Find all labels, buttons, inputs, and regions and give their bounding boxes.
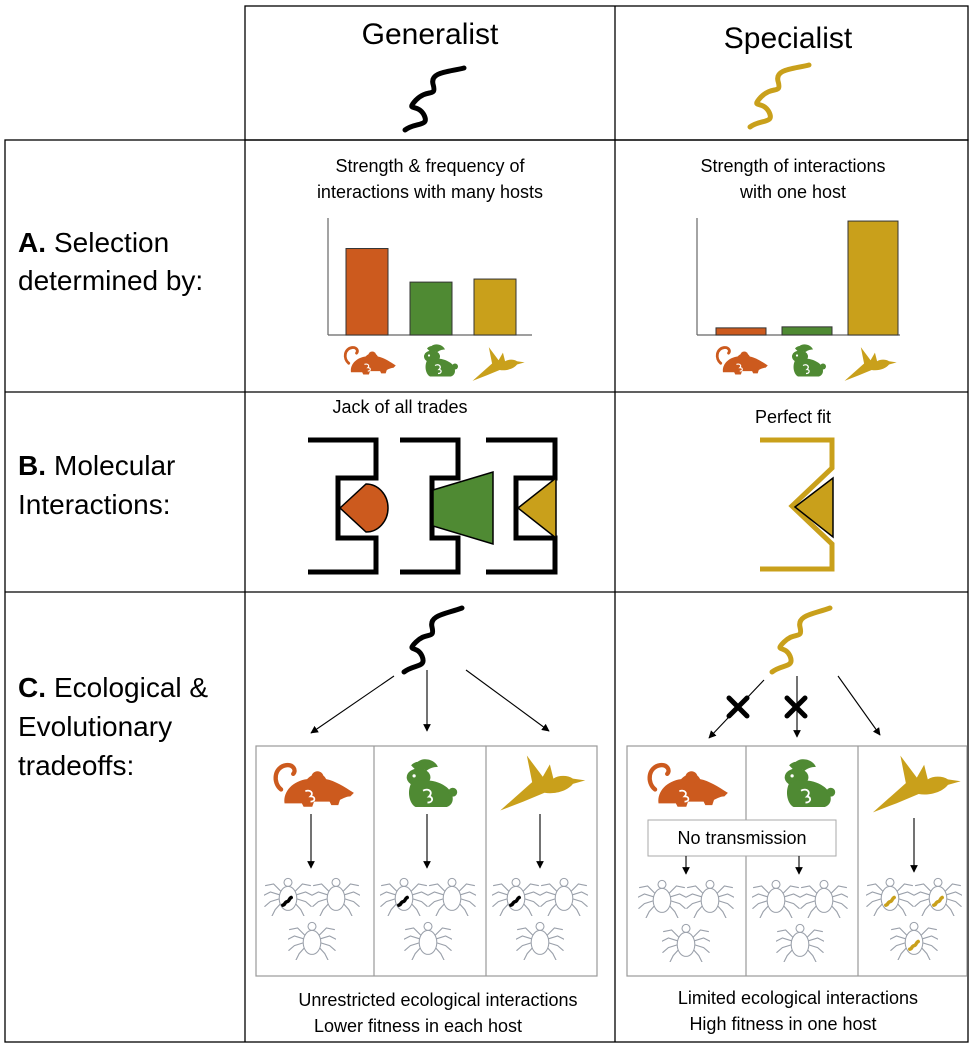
svg-text:Evolutionary: Evolutionary	[18, 711, 172, 742]
tick-icon	[380, 877, 428, 916]
tick-icon	[866, 877, 914, 916]
specialist-molecular-caption: Perfect fit	[755, 407, 831, 427]
tick-icon	[662, 923, 710, 962]
generalist-host-panel	[255, 745, 598, 977]
rabbit-icon	[423, 343, 459, 378]
bird-icon	[500, 755, 586, 811]
generalist-selection-caption-1: Strength & frequency of	[335, 156, 525, 176]
mouse-icon	[650, 765, 728, 807]
tick-group	[752, 879, 848, 962]
bird-icon	[472, 347, 525, 381]
svg-text:determined by:: determined by:	[18, 265, 203, 296]
no-transmission-label: No transmission	[677, 828, 806, 848]
generalist-molecular-caption: Jack of all trades	[332, 397, 467, 417]
row-label-b: B.Molecular Interactions:	[18, 450, 175, 520]
mouse-icon	[276, 765, 354, 807]
specialist-pathogen-icon	[747, 62, 812, 130]
tick-icon	[428, 877, 476, 916]
generalist-selection-chart	[327, 218, 532, 336]
mouse-icon	[343, 346, 398, 376]
no-transmission-box	[647, 819, 837, 857]
cross-icon	[726, 695, 750, 719]
svg-text:Interactions:: Interactions:	[18, 489, 171, 520]
svg-text:tradeoffs:: tradeoffs:	[18, 750, 134, 781]
bar-bird	[473, 278, 517, 336]
rabbit-icon	[783, 758, 837, 808]
generalist-tradeoff-caption-2: Lower fitness in each host	[314, 1016, 522, 1036]
tick-group	[264, 877, 360, 960]
tick-icon	[540, 877, 588, 916]
generalist-receptor-3	[486, 437, 558, 575]
bar-rabbit	[409, 281, 453, 336]
specialist-pathogen-icon	[769, 605, 833, 675]
specialist-header: Specialist	[724, 22, 853, 55]
specialist-selection-caption-2: with one host	[739, 182, 846, 202]
rabbit-icon	[791, 343, 827, 378]
generalist-pathogen-icon	[401, 605, 465, 675]
trapezoid-ligand	[432, 470, 494, 546]
bar-mouse	[345, 248, 389, 336]
tick-icon	[890, 921, 938, 960]
specialist-selection-chart	[696, 218, 900, 336]
specialist-selection-caption-1: Strength of interactions	[700, 156, 885, 176]
svg-text:C.Ecological &: C.Ecological &	[18, 672, 208, 703]
generalist-tradeoff-caption-1: Unrestricted ecological interactions	[298, 990, 577, 1010]
tick-group	[492, 877, 588, 960]
generalist-pathogen-icon	[402, 65, 467, 133]
generalist-header: Generalist	[362, 18, 499, 51]
tick-icon	[312, 877, 360, 916]
triangle-ligand	[516, 476, 557, 540]
tick-icon	[686, 879, 734, 918]
bar-bird	[847, 220, 899, 336]
tick-icon	[404, 921, 452, 960]
tick-icon	[492, 877, 540, 916]
mouse-icon	[715, 346, 770, 376]
specialist-tradeoff-caption-2: High fitness in one host	[689, 1014, 876, 1034]
specialist-receptor	[760, 437, 835, 572]
tick-icon	[638, 879, 686, 918]
tick-icon	[752, 879, 800, 918]
arrow-icon	[837, 675, 881, 736]
generalist-receptor-1	[308, 437, 379, 575]
svg-text:B.Molecular: B.Molecular	[18, 450, 175, 481]
tick-group	[638, 879, 734, 962]
tick-icon	[800, 879, 848, 918]
svg-text:A.Selection: A.Selection	[18, 227, 169, 258]
triangle-ligand	[793, 476, 834, 539]
tick-icon	[288, 921, 336, 960]
row-label-a: A.Selection determined by:	[18, 227, 203, 296]
bar-mouse	[715, 327, 767, 336]
tick-icon	[264, 877, 312, 916]
droplet-ligand	[338, 483, 389, 533]
arrow-icon	[465, 669, 550, 732]
tick-group	[866, 877, 962, 960]
rabbit-icon	[405, 758, 459, 808]
tick-icon	[776, 923, 824, 962]
table-grid	[4, 5, 969, 1043]
row-label-c: C.Ecological & Evolutionary tradeoffs:	[18, 672, 208, 781]
specialist-host-panel	[626, 745, 968, 977]
bird-icon	[844, 347, 897, 381]
specialist-tradeoff-caption-1: Limited ecological interactions	[678, 988, 918, 1008]
arrow-icon	[310, 675, 395, 734]
bar-rabbit	[781, 326, 833, 336]
generalist-receptor-2	[400, 437, 461, 575]
cross-icon	[784, 695, 808, 719]
generalist-selection-caption-2: interactions with many hosts	[317, 182, 543, 202]
tick-icon	[516, 921, 564, 960]
tick-group	[380, 877, 476, 960]
bird-icon	[872, 755, 961, 813]
tick-icon	[914, 877, 962, 916]
